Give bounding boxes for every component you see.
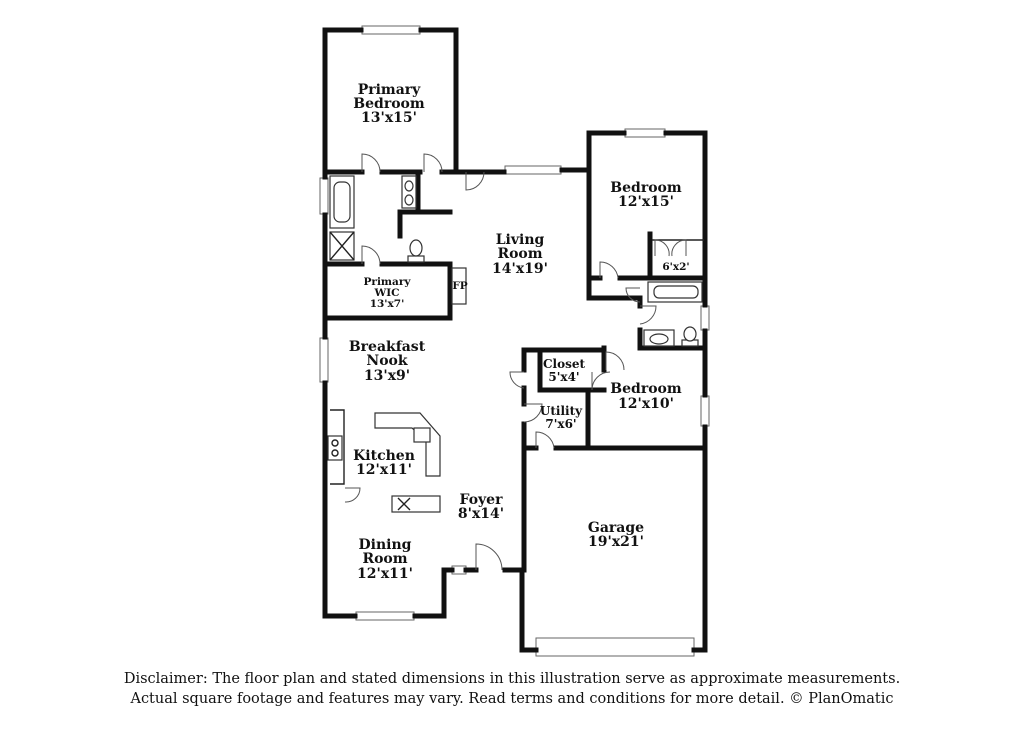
room-name: Primary: [358, 82, 421, 98]
room-foyer: Foyer 8'x14': [458, 492, 504, 522]
room-name: Nook: [366, 353, 407, 369]
disclaimer-line-2: Actual square footage and features may v…: [130, 691, 894, 707]
exterior-walls: [322, 27, 708, 653]
fireplace-label: FP: [452, 280, 467, 292]
fireplace-text: FP: [452, 280, 467, 292]
interior-walls: [322, 167, 708, 573]
room-name: Garage: [588, 520, 644, 536]
door-swings: [344, 153, 687, 571]
island-counter: [391, 495, 441, 513]
room-dims: 13'x15': [361, 110, 417, 126]
room-name: Room: [497, 246, 542, 262]
room-living-room: Living Room 14'x19': [492, 232, 548, 277]
room-dims: 7'x6': [545, 417, 576, 431]
room-dims: 6'x2': [662, 261, 689, 273]
room-name: Kitchen: [353, 448, 415, 464]
room-bedroom-1: Bedroom 12'x15': [610, 180, 682, 210]
room-name: Bedroom: [610, 381, 682, 397]
room-primary-wic: Primary WIC 13'x7': [364, 276, 412, 310]
room-kitchen: Kitchen 12'x11': [353, 448, 415, 478]
disclaimer: Disclaimer: The floor plan and stated di…: [0, 669, 1024, 709]
room-name: Breakfast: [349, 339, 426, 355]
room-name: Living: [496, 232, 545, 248]
room-primary-bedroom: Primary Bedroom 13'x15': [353, 82, 425, 126]
room-dims: 14'x19': [492, 261, 548, 277]
room-dims: 8'x14': [458, 506, 504, 522]
room-name: Dining: [359, 537, 412, 553]
toilet: [407, 255, 425, 263]
room-name: WIC: [373, 287, 399, 299]
room-dims: 5'x4': [548, 370, 579, 384]
room-name: Utility: [540, 404, 583, 418]
room-name: Closet: [543, 357, 586, 371]
windows: [319, 25, 710, 657]
disclaimer-line-1: Disclaimer: The floor plan and stated di…: [123, 671, 901, 687]
room-dims: 12'x15': [618, 194, 674, 210]
room-name: Foyer: [460, 492, 504, 508]
room-bedroom-2: Bedroom 12'x10': [610, 381, 682, 412]
room-breakfast-nook: Breakfast Nook 13'x9': [349, 339, 426, 384]
room-name: Primary: [364, 276, 412, 288]
room-closet-6x2: 6'x2': [662, 261, 689, 273]
room-dims: 12'x11': [357, 566, 413, 582]
fireplace: [451, 267, 467, 305]
room-dining-room: Dining Room 12'x11': [357, 537, 413, 582]
room-garage: Garage 19'x21': [588, 520, 644, 550]
room-dims: 13'x9': [364, 368, 410, 384]
room-name: Room: [362, 551, 407, 567]
room-dims: 12'x10': [618, 396, 674, 412]
room-dims: 13'x7': [370, 298, 405, 310]
room-dims: 19'x21': [588, 534, 644, 550]
room-closet: Closet 5'x4': [543, 357, 586, 384]
room-utility: Utility 7'x6': [540, 404, 583, 431]
room-dims: 12'x11': [356, 462, 412, 478]
room-name: Bedroom: [353, 96, 425, 112]
fixtures: [327, 175, 704, 513]
room-name: Bedroom: [610, 180, 682, 196]
